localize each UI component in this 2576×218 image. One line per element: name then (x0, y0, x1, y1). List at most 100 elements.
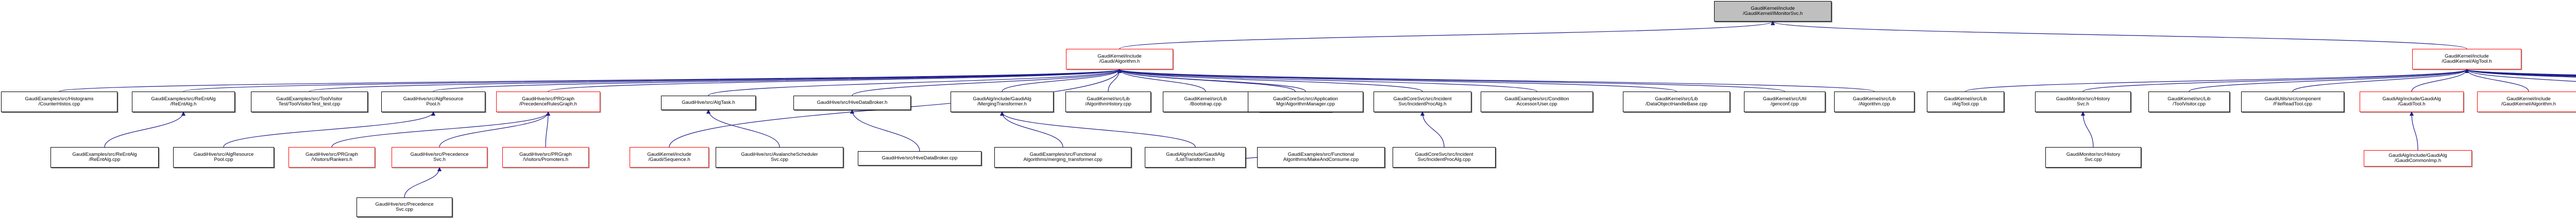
graph-edge (1420, 111, 1445, 148)
graph-edge (1108, 68, 1122, 92)
graph-edge (2465, 68, 2576, 78)
graph-edge (999, 111, 1063, 148)
graph-node[interactable]: GaudiHive/src/AlgTask.h (661, 96, 756, 110)
graph-node-label: GaudiCoreSvc/src/Application Mgr/Algorit… (1273, 96, 1338, 107)
graph-node[interactable]: GaudiHive/src/Precedence Svc.h (392, 147, 487, 168)
graph-node[interactable]: GaudiKernel/src/Lib /DataObjectHandleBas… (1623, 92, 1730, 112)
graph-node[interactable]: GaudiExamples/src/Functional Algorithms/… (1257, 147, 1385, 168)
graph-node-label: GaudiExamples/src/Condition Accessor/Use… (1504, 96, 1569, 107)
graph-node[interactable]: GaudiKernel/src/Lib /ToolVisitor.cpp (2148, 92, 2230, 112)
graph-node[interactable]: GaudiKernel/include /Gaudi/Sequence.h (630, 147, 709, 168)
graph-node-label: GaudiKernel/src/Lib /Algorithm.cpp (1853, 96, 1896, 107)
graph-node-label: GaudiUtils/src/component /FileReadTool.c… (2264, 96, 2321, 107)
graph-node[interactable]: GaudiAlg/include/GaudiAlg /MergingTransf… (951, 92, 1054, 112)
graph-node-label: GaudiHive/src/AvalancheScheduler Svc.cpp (741, 151, 818, 162)
graph-edge (309, 68, 1122, 92)
graph-edge (706, 109, 780, 148)
graph-node-label: GaudiKernel/include /GaudiKernel/IMonito… (1742, 5, 1803, 16)
graph-node[interactable]: GaudiExamples/src/ToolVisitor Test/ToolV… (251, 92, 368, 112)
graph-edge (1117, 68, 1306, 92)
graph-node-label: GaudiHive/src/HiveDataBroker.h (817, 99, 888, 105)
graph-edge (2409, 111, 2418, 151)
graph-node-label: GaudiCoreSvc/src/Incident Svc/IncidentPr… (1415, 151, 1473, 162)
graph-node-label: GaudiHive/src/AlgResource Pool.h (403, 96, 464, 107)
graph-node-label: GaudiKernel/src/Lib /AlgorithmHistory.cp… (1085, 96, 1131, 107)
graph-node-label: GaudiExamples/src/Functional Algorithms/… (1283, 151, 1359, 162)
graph-edge (2082, 68, 2469, 92)
graph-node[interactable]: GaudiKernel/include /Gaudi/Algorithm.h (1066, 49, 1173, 69)
graph-node[interactable]: GaudiCoreSvc/src/Application Mgr/Algorit… (1248, 92, 1363, 112)
graph-edge (183, 68, 1122, 92)
graph-node[interactable]: GaudiKernel/include /GaudiKernel/Algorit… (2477, 92, 2576, 112)
graph-node-label: GaudiHive/src/PRGraph /PrecedenceRulesGr… (519, 96, 577, 107)
graph-edge (2465, 68, 2576, 77)
graph-node-label: GaudiKernel/src/Lib /ToolVisitor.cpp (2167, 96, 2211, 107)
graph-node[interactable]: GaudiCoreSvc/src/Incident Svc/IncidentPr… (1393, 147, 1496, 168)
graph-node-label: GaudiKernel/include /Gaudi/Algorithm.h (1097, 53, 1142, 64)
graph-node-label: GaudiHive/src/AlgResource Pool.cpp (193, 151, 254, 162)
graph-edge (2465, 68, 2576, 78)
graph-node[interactable]: GaudiExamples/src/ReEntAlg /ReEntAlg.h (132, 92, 235, 112)
graph-node[interactable]: GaudiExamples/src/Condition Accessor/Use… (1481, 92, 1593, 112)
graph-node-label: GaudiExamples/src/ToolVisitor Test/ToolV… (276, 96, 343, 107)
graph-edge (2464, 68, 2576, 82)
graph-node[interactable]: GaudiHive/src/PRGraph /PrecedenceRulesGr… (496, 92, 600, 112)
graph-node[interactable]: GaudiAlg/include/GaudiAlg /ListTransform… (1145, 147, 1246, 168)
graph-node[interactable]: GaudiHive/src/AlgResource Pool.h (381, 92, 485, 112)
graph-edge (2465, 68, 2576, 76)
graph-node[interactable]: GaudiMonitor/src/History Svc.h (2035, 92, 2131, 112)
graph-node-label: GaudiKernel/include /GaudiKernel/AlgTool… (2442, 53, 2492, 64)
graph-node-label: GaudiHive/src/AlgTask.h (682, 99, 735, 105)
graph-node[interactable]: GaudiHive/src/PRGraph /Visitors/Rankers.… (289, 147, 375, 168)
graph-node-label: GaudiHive/src/Precedence Svc.h (410, 151, 469, 162)
graph-node-label: GaudiMonitor/src/History Svc.h (2056, 96, 2110, 107)
graph-node[interactable]: GaudiHive/src/AvalancheScheduler Svc.cpp (716, 147, 843, 168)
graph-node[interactable]: GaudiAlg/include/GaudiAlg /GaudiTool.h (2360, 92, 2464, 112)
graph-node[interactable]: GaudiMonitor/src/History Svc.cpp (2045, 147, 2141, 168)
graph-edge (1117, 68, 1423, 92)
graph-node[interactable]: GaudiAlg/include/GaudiAlg /GaudiCommonIm… (2364, 150, 2472, 167)
graph-edge (1117, 68, 1785, 92)
graph-node-label: GaudiExamples/src/ReEntAlg /ReEntAlg.cpp (72, 151, 137, 162)
graph-edge (59, 68, 1122, 92)
graph-edge (433, 68, 1122, 92)
graph-node-label: GaudiExamples/src/Histograms /CounterHis… (25, 96, 94, 107)
graph-edge (2465, 68, 2576, 76)
graph-node-label: GaudiHive/src/HiveDataBroker.cpp (882, 155, 958, 161)
graph-node-label: GaudiMonitor/src/History Svc.cpp (2066, 151, 2121, 162)
graph-node-label: GaudiKernel/include /GaudiKernel/Algorit… (2501, 96, 2556, 107)
graph-node[interactable]: GaudiHive/src/AlgResource Pool.cpp (173, 147, 274, 168)
graph-node[interactable]: GaudiKernel/src/Lib /Bootstrap.cpp (1163, 92, 1248, 112)
graph-edge (1002, 68, 1122, 92)
graph-node-root[interactable]: GaudiKernel/include /GaudiKernel/IMonito… (1714, 1, 1832, 22)
graph-node[interactable]: GaudiKernel/src/Lib /Algorithm.cpp (1834, 92, 1914, 112)
graph-node-label: GaudiAlg/include/GaudiAlg /MergingTransf… (973, 96, 1031, 107)
graph-node-label: GaudiKernel/src/Lib /AlgTool.cpp (1944, 96, 1987, 107)
graph-node-label: GaudiKernel/src/Lib /DataObjectHandleBas… (1646, 96, 1707, 107)
graph-node[interactable]: GaudiKernel/src/Lib /AlgTool.cpp (1927, 92, 2004, 112)
graph-node-label: GaudiAlg/include/GaudiAlg /GaudiTool.h (2382, 96, 2441, 107)
graph-node[interactable]: GaudiKernel/src/Util /genconf.cpp (1744, 92, 1825, 112)
graph-node[interactable]: GaudiHive/src/HiveDataBroker.cpp (858, 151, 981, 166)
graph-node[interactable]: GaudiKernel/include /GaudiKernel/AlgTool… (2412, 49, 2521, 69)
graph-edge (2292, 68, 2469, 92)
graph-node-label: GaudiHive/src/PRGraph /Visitors/Rankers.… (306, 151, 358, 162)
graph-node[interactable]: GaudiExamples/src/Functional Algorithms/… (994, 147, 1131, 168)
graph-edge (404, 167, 442, 198)
graph-edge (1117, 68, 1206, 92)
graph-node-label: GaudiAlg/include/GaudiAlg /ListTransform… (1166, 151, 1225, 162)
graph-edge (2080, 111, 2094, 148)
graph-edge (1771, 21, 2467, 49)
graph-node[interactable]: GaudiExamples/src/Histograms /CounterHis… (1, 92, 117, 112)
graph-node[interactable]: GaudiHive/src/PRGraph /Visitors/Promoter… (502, 147, 589, 168)
graph-node-label: GaudiHive/src/Precedence Svc.cpp (375, 201, 434, 212)
graph-node[interactable]: GaudiHive/src/Precedence Svc.cpp (357, 197, 452, 217)
graph-node-label: GaudiKernel/src/Lib /Bootstrap.cpp (1184, 96, 1227, 107)
graph-node[interactable]: GaudiKernel/src/Lib /AlgorithmHistory.cp… (1065, 92, 1151, 112)
graph-node[interactable]: GaudiCoreSvc/src/Incident Svc/IncidentPr… (1374, 92, 1471, 112)
graph-node[interactable]: GaudiUtils/src/component /FileReadTool.c… (2241, 92, 2344, 112)
graph-node[interactable]: GaudiExamples/src/ReEntAlg /ReEntAlg.cpp (50, 147, 159, 168)
graph-edge (104, 111, 186, 148)
graph-node[interactable]: GaudiHive/src/HiveDataBroker.h (793, 96, 911, 110)
graph-node-label: GaudiKernel/src/Util /genconf.cpp (1762, 96, 1807, 107)
